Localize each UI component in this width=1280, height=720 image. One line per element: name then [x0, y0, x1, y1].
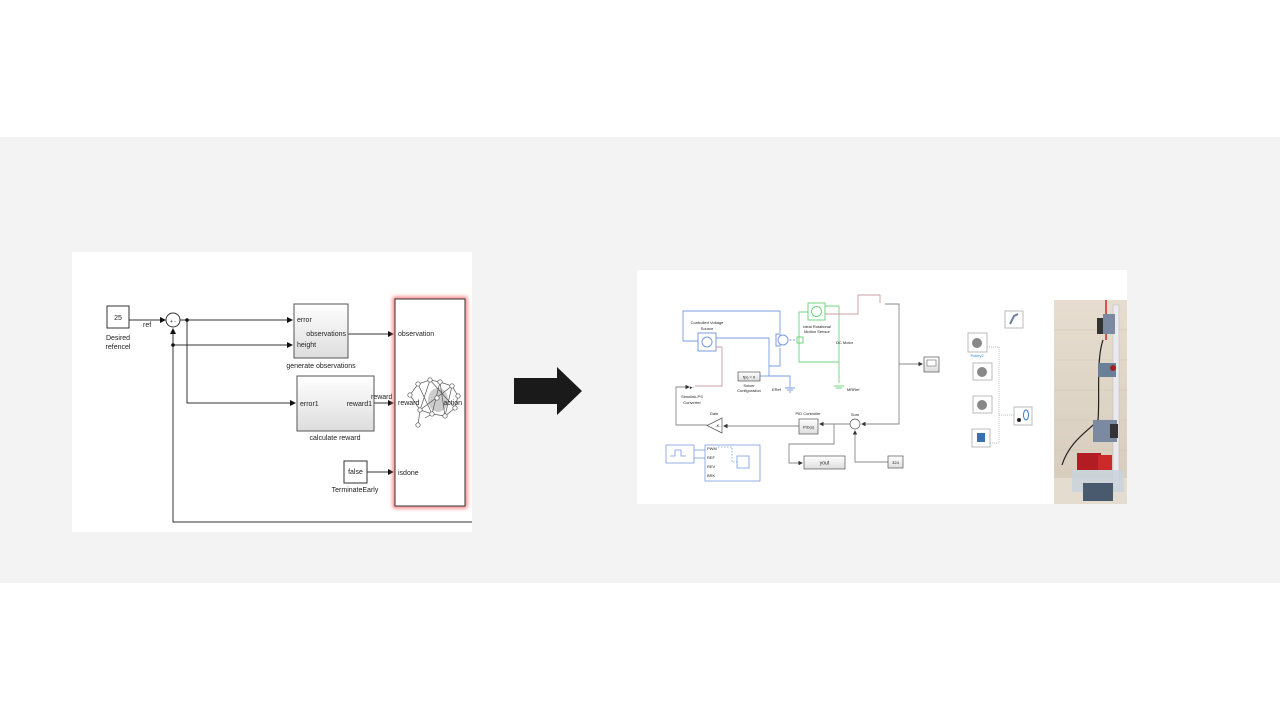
ref-signal-label: ref: [143, 322, 151, 329]
constant-324-block[interactable]: 324: [887, 455, 904, 469]
scope-block[interactable]: [923, 356, 940, 373]
mrref-label: MRRef: [847, 387, 860, 392]
sum-signs: + -: [170, 319, 176, 325]
motor-driver-subsystem[interactable]: [665, 444, 761, 482]
port-brk: BRK: [707, 473, 716, 478]
terminate-early-block[interactable]: false: [343, 460, 368, 484]
constant-label-2: refencel: [106, 344, 131, 351]
pulley2-block[interactable]: [967, 332, 988, 353]
pulley-block-2[interactable]: [972, 395, 993, 414]
port-observations: observations: [306, 331, 346, 338]
constant-value: 25: [114, 315, 122, 322]
neural-network-icon: [407, 377, 461, 428]
carabiner-block[interactable]: [1013, 406, 1033, 426]
physical-model-diagram: Controlled Voltage Source Ideal Rotation…: [637, 270, 1127, 504]
eref-label: ERef: [772, 387, 782, 392]
calculate-reward-label: calculate reward: [310, 435, 361, 442]
pulley2-label: Pulley2: [970, 353, 984, 358]
sensor-label: Ideal Rotational: [803, 324, 831, 329]
rl-simulink-diagram: 25 Desired refencel ref + - error height…: [72, 252, 472, 532]
joint-block[interactable]: [1004, 310, 1024, 329]
sum-block-right[interactable]: [849, 418, 861, 430]
dc-motor-label: DC Motor: [836, 340, 854, 345]
port-error: error: [297, 317, 312, 324]
solver-value: f(x) = 0: [743, 375, 756, 380]
port-reward1: reward1: [347, 401, 372, 408]
yout-block[interactable]: yout: [803, 455, 846, 470]
constant-324-value: 324: [892, 460, 899, 465]
converter-icon: ▸◦: [690, 385, 695, 391]
yout-label: yout: [820, 461, 830, 467]
port-ref: REF: [707, 455, 716, 460]
dc-motor-block[interactable]: [775, 333, 804, 347]
generate-observations-block[interactable]: error height observations: [293, 303, 349, 359]
port-pwm: PWM: [707, 446, 717, 451]
physical-rig-photo: [1054, 300, 1127, 504]
port-isdone: isdone: [398, 470, 419, 477]
motion-sensor-block[interactable]: [807, 302, 826, 321]
solver-label: Solver: [743, 383, 755, 388]
port-height: height: [297, 342, 316, 349]
pulley-block[interactable]: [972, 362, 993, 381]
gain-block[interactable]: -K-: [706, 417, 723, 434]
spool-block[interactable]: [971, 428, 991, 448]
pid-value: PID(s): [803, 425, 815, 430]
sum-label: Sum: [851, 412, 860, 417]
converter-label-2: Converter: [683, 400, 701, 405]
pid-controller-block[interactable]: PID(s): [798, 418, 819, 435]
reward-signal-label: reward: [371, 394, 393, 401]
port-observation: observation: [398, 331, 434, 338]
solver-label-2: Configuration: [737, 388, 761, 393]
calculate-reward-block[interactable]: error1 reward1: [296, 375, 375, 432]
cvs-label: Controlled Voltage: [691, 320, 724, 325]
rl-agent-block[interactable]: observation reward isdone action: [393, 297, 467, 508]
controlled-voltage-source-block[interactable]: [697, 332, 717, 352]
gain-label: Gain: [710, 411, 718, 416]
pid-label: PID Controller: [795, 411, 821, 416]
port-error1: error1: [300, 401, 319, 408]
desired-reference-block[interactable]: 25: [106, 305, 130, 329]
sensor-label-2: Motion Sensor: [804, 329, 830, 334]
port-action: action: [443, 400, 462, 407]
port-rev: REV: [707, 464, 716, 469]
solver-configuration-block[interactable]: f(x) = 0: [737, 371, 761, 382]
generate-observations-label: generate observations: [286, 363, 356, 370]
converter-label: Simulink-PS: [681, 394, 703, 399]
terminate-value: false: [348, 469, 363, 476]
terminate-label: TerminateEarly: [332, 487, 379, 494]
port-reward: reward: [398, 400, 420, 407]
constant-label: Desired: [106, 335, 130, 342]
transition-arrow-icon: [514, 367, 582, 415]
gain-value: -K-: [715, 423, 721, 428]
cvs-label-2: Source: [701, 326, 714, 331]
